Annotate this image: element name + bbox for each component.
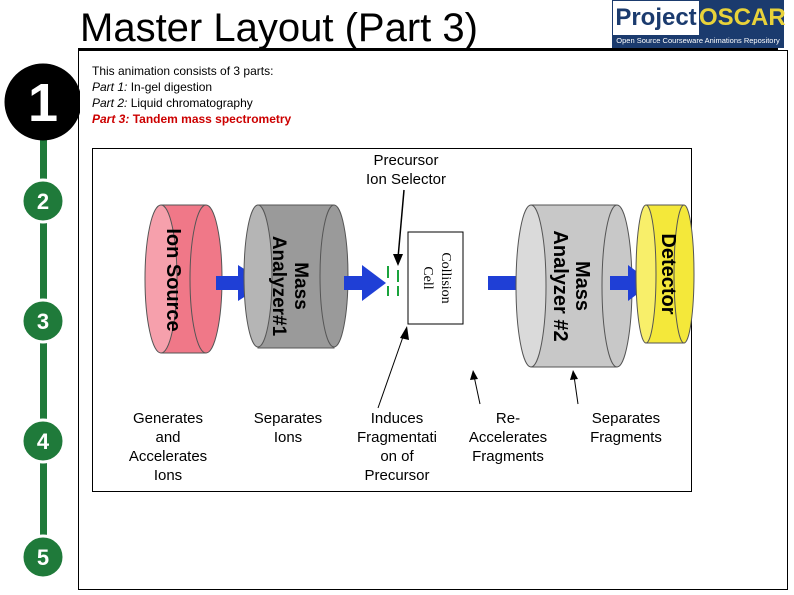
- caption-line: Precursor: [364, 467, 430, 484]
- step-1-label: 1: [28, 73, 58, 133]
- caption-line: Separates: [591, 410, 661, 427]
- collision-cell-label: Collision Cell: [416, 238, 454, 318]
- intro-part3: Part 3: Tandem mass spectrometry: [92, 112, 292, 126]
- intro-part1: Part 1: In-gel digestion: [92, 80, 213, 94]
- caption-ion-source: Generates and Accelerates Ions: [116, 409, 220, 485]
- step-4-button[interactable]: 4: [20, 418, 66, 464]
- step-5-label: 5: [37, 545, 49, 570]
- collision-cell-label-line1: Collision: [438, 252, 453, 304]
- detector-cylinder[interactable]: [635, 204, 695, 344]
- project-oscar-logo: Project OSCAR Open Source Courseware Ani…: [612, 0, 786, 48]
- caption-line: and: [155, 429, 181, 446]
- step-4-label: 4: [37, 429, 50, 454]
- mass-analyzer-2-label-line1: Mass: [571, 260, 593, 312]
- logo-word-oscar: OSCAR: [699, 1, 786, 35]
- intro-text: This animation consists of 3 parts: Part…: [92, 63, 291, 127]
- precursor-label-line2: Ion Selector: [365, 171, 447, 188]
- caption-pointer-arrows: [377, 326, 579, 409]
- content-frame: [78, 50, 788, 590]
- precursor-selector-label: Precursor Ion Selector: [348, 151, 464, 189]
- mass-analyzer-1-label-line2: Analyzer#1: [268, 235, 289, 337]
- step-5-button[interactable]: 5: [20, 534, 66, 580]
- mass-analyzer-1-label-line1: Mass: [290, 262, 311, 310]
- intro-line: This animation consists of 3 parts:: [92, 64, 274, 78]
- step-2-button[interactable]: 2: [20, 178, 66, 224]
- caption-line: Fragmentati: [356, 429, 438, 446]
- caption-detector: Separates Fragments: [574, 409, 678, 447]
- caption-line: Fragments: [590, 429, 662, 446]
- ion-beam-arrow-2: [344, 265, 386, 301]
- caption-line: Fragments: [472, 448, 544, 465]
- caption-mass-analyzer-1: Separates Ions: [240, 409, 336, 447]
- ion-source-cylinder[interactable]: [144, 204, 223, 354]
- precursor-pointer-arrow: [393, 189, 405, 266]
- mass-analyzer-2-label-line2: Analyzer #2: [549, 230, 571, 342]
- caption-line: Accelerates: [128, 448, 208, 465]
- logo-word-project: Project: [613, 1, 699, 35]
- logo-subtitle: Open Source Courseware Animations Reposi…: [613, 35, 783, 47]
- caption-reaccelerate: Re- Accelerates Fragments: [456, 409, 560, 466]
- caption-line: Induces: [370, 410, 424, 427]
- step-1-button[interactable]: 1: [4, 63, 80, 141]
- step-navigation: 1 2 3 4 5: [4, 63, 80, 580]
- precursor-label-line1: Precursor: [373, 152, 439, 169]
- caption-line: on of: [380, 448, 414, 465]
- collision-cell-box[interactable]: [407, 231, 464, 325]
- step-3-button[interactable]: 3: [20, 298, 66, 344]
- caption-line: Re-: [495, 410, 521, 427]
- mass-analyzer-1-cylinder[interactable]: [243, 204, 349, 349]
- detector-label: Detector: [657, 233, 679, 315]
- ion-source-label: Ion Source: [162, 228, 184, 332]
- step-3-label: 3: [37, 309, 49, 334]
- step-2-label: 2: [37, 189, 49, 214]
- caption-collision-cell: Induces Fragmentati on of Precursor: [345, 409, 449, 485]
- caption-line: Accelerates: [468, 429, 548, 446]
- caption-line: Ions: [273, 429, 303, 446]
- intro-part2: Part 2: Liquid chromatography: [92, 96, 253, 110]
- title-divider: [78, 48, 778, 50]
- mass-analyzer-2-label: Mass Analyzer #2: [543, 216, 593, 356]
- selected-ion-marks: [387, 266, 399, 296]
- collision-cell-label-line2: Cell: [420, 266, 435, 290]
- mass-analyzer-1-label: Mass Analyzer#1: [261, 221, 311, 351]
- caption-line: Separates: [253, 410, 323, 427]
- caption-line: Ions: [153, 467, 183, 484]
- page-title: Master Layout (Part 3): [80, 6, 478, 50]
- caption-line: Generates: [132, 410, 204, 427]
